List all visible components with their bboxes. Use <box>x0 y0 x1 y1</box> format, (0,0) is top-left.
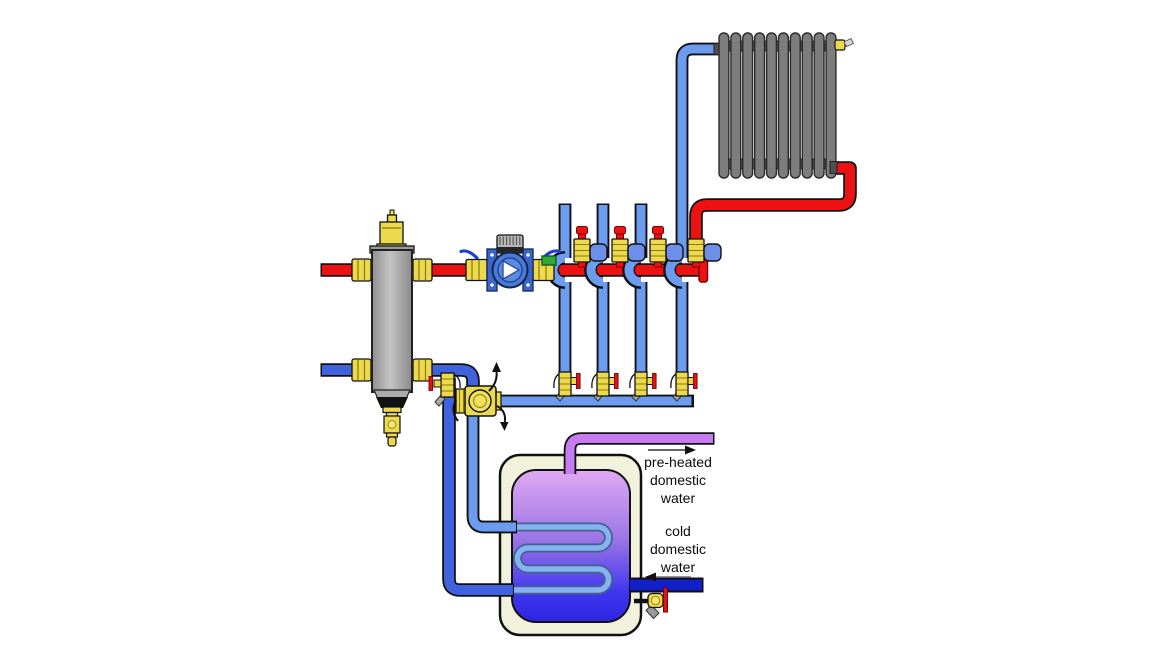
cold-water-label: cold domestic water <box>650 523 706 575</box>
cold-flow-arrow <box>645 572 691 582</box>
zone-valve-actuator-1 <box>589 243 608 262</box>
zone-valve-actuator-2 <box>627 243 646 262</box>
svg-text:water: water <box>660 490 696 506</box>
diverter-flow-arrow-up <box>488 362 501 392</box>
svg-text:pre-heated: pre-heated <box>644 454 712 470</box>
preheated-flow-arrow <box>648 445 696 455</box>
diverter-flow-arrow-left <box>452 399 459 422</box>
zone-valve-actuator-3 <box>665 243 684 262</box>
return-manifold-and-risers <box>493 42 720 408</box>
coil-isolation-valve <box>428 372 461 407</box>
preheated-water-pipe <box>563 432 715 474</box>
tank-drain-valve <box>634 587 668 620</box>
svg-text:domestic: domestic <box>650 541 706 557</box>
panel-radiator <box>713 32 855 179</box>
separator-union-nuts <box>351 258 433 382</box>
three-way-diverting-valve <box>452 362 509 431</box>
zone-valve-actuator-4 <box>703 243 722 262</box>
valve-handle <box>428 376 434 391</box>
drain-handle <box>663 587 668 613</box>
radiator-air-vent <box>834 37 855 51</box>
hydraulic-separator <box>351 209 433 447</box>
pump-control-box <box>496 234 524 254</box>
radiator-supply-pipe <box>689 161 857 252</box>
diverter-flow-arrow-down <box>496 405 509 431</box>
separator-drain-valve <box>373 389 411 447</box>
indirect-water-heater <box>498 453 643 637</box>
check-valve <box>541 255 557 266</box>
coil-return-pipe <box>442 369 514 597</box>
zone-valves <box>573 226 722 268</box>
svg-text:cold: cold <box>665 523 691 539</box>
pump-flow-triangle <box>502 259 521 281</box>
separator-air-vent <box>376 209 407 252</box>
boiler-return-pipe <box>320 363 480 392</box>
svg-text:domestic: domestic <box>650 472 706 488</box>
coil-supply-pipe <box>466 399 517 534</box>
heat-exchanger-coil <box>498 522 613 595</box>
separator-body <box>371 249 413 393</box>
pump-isolation-lever-left <box>459 249 479 260</box>
svg-text:water: water <box>660 559 696 575</box>
riser-drain-valves <box>553 371 698 402</box>
preheated-water-label: pre-heated domestic water <box>644 454 712 506</box>
circulator-pump <box>459 234 561 292</box>
